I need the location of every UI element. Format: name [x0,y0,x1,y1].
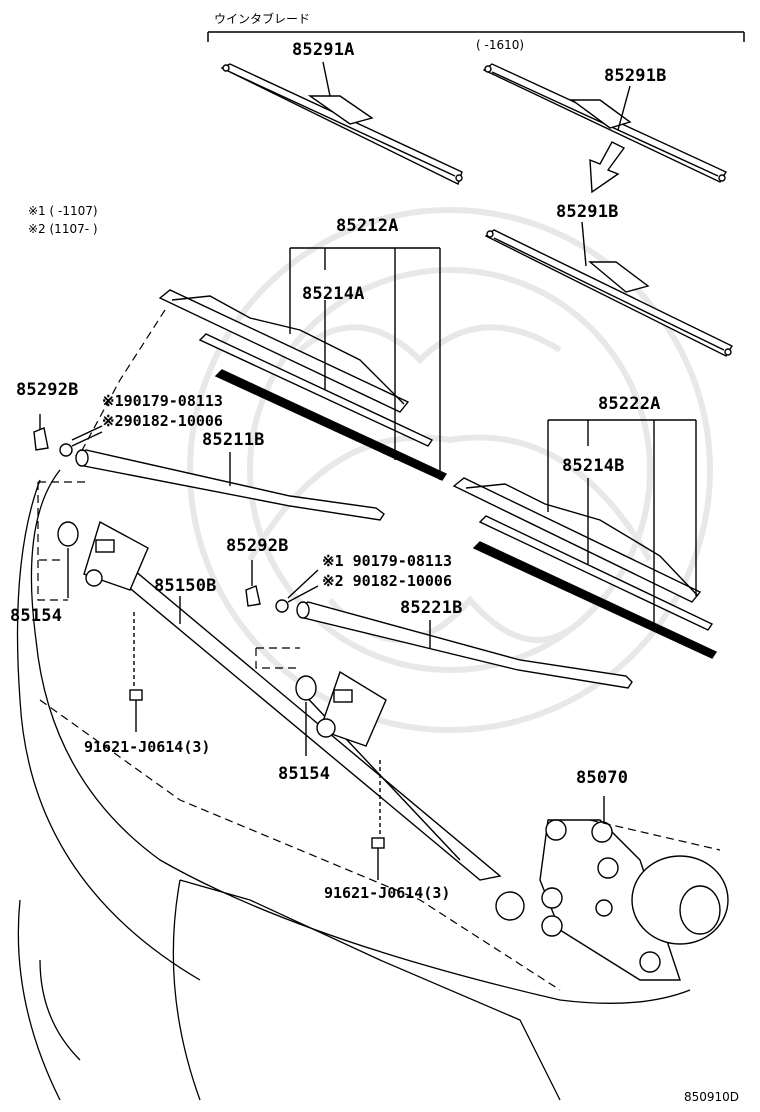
part-label-90182-mid[interactable]: ※2 90182-10006 [322,572,452,590]
header-title: ウインタブレード [214,12,311,26]
hidden-lines [36,309,721,991]
bolt-left [129,612,143,732]
date-range-blade: ( -1610) [476,38,525,52]
note-2: ※2 (1107- ) [28,222,98,236]
replacement-arrow [589,141,626,194]
blade-assembly-85212a [158,247,448,481]
wiper-arm-85221b [296,601,633,689]
part-label-85154-mid[interactable]: 85154 [278,764,331,784]
note-1: ※1 ( -1107) [28,204,98,218]
pivot-right [295,670,387,756]
part-label-85070[interactable]: 85070 [576,768,629,788]
blade-assembly-85222a [452,419,718,659]
blade-85291b-lower [484,221,733,357]
bolt-right [371,760,385,880]
part-label-85214b[interactable]: 85214B [562,456,625,476]
part-label-85154-left[interactable]: 85154 [10,606,63,626]
caps-and-nuts [33,414,319,613]
part-label-85211b[interactable]: 85211B [202,430,265,450]
part-label-85292b-left[interactable]: 85292B [16,380,79,400]
part-label-91621-right[interactable]: 91621-J0614(3) [324,884,451,902]
part-label-90182-left[interactable]: ※290182-10006 [102,412,223,430]
blade-85291a [220,61,463,185]
header-bracket [207,31,745,42]
part-label-85212a[interactable]: 85212A [336,216,399,236]
wiper-motor-85070 [495,796,729,981]
blade-85291b-top [482,63,728,183]
part-label-85221b[interactable]: 85221B [400,598,463,618]
part-label-90179-left[interactable]: ※190179-08113 [102,392,223,410]
part-label-85291b-top[interactable]: 85291B [604,66,667,86]
diagram-code: 850910D [684,1090,740,1104]
pivot-left [57,520,149,598]
watermark [187,207,713,733]
part-label-85214a[interactable]: 85214A [302,284,365,304]
part-label-85222a[interactable]: 85222A [598,394,661,414]
body-panel-outline [16,469,691,1101]
part-label-85291b-lower[interactable]: 85291B [556,202,619,222]
part-label-91621-left[interactable]: 91621-J0614(3) [84,738,211,756]
part-label-90179-mid[interactable]: ※1 90179-08113 [322,552,452,570]
part-label-85292b-mid[interactable]: 85292B [226,536,289,556]
part-label-85291a[interactable]: 85291A [292,40,355,60]
part-label-85150b[interactable]: 85150B [154,576,217,596]
